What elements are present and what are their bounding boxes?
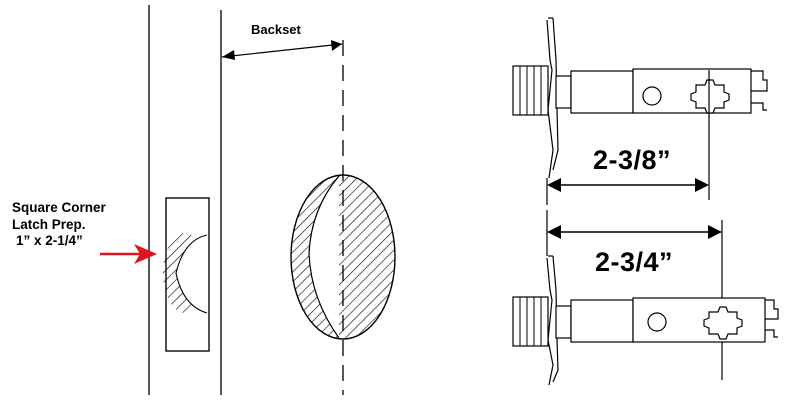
latch-assembly-2-3-8: [512, 17, 768, 179]
callout-arrow: [100, 244, 157, 264]
callout-line-3: 1” x 2-1/4”: [16, 233, 83, 248]
dimension-label-long: 2-3/4”: [595, 247, 674, 277]
dimension-2-3-8: [546, 70, 710, 205]
backset-label: Backset: [251, 22, 301, 37]
callout-line-1: Square Corner: [12, 200, 106, 215]
door-edge: [148, 5, 222, 395]
dimension-label-short: 2-3/8”: [593, 145, 672, 175]
backset-dimension: [221, 40, 343, 60]
dimension-2-3-4: [546, 210, 723, 380]
latch-assembly-2-3-4: [512, 255, 779, 386]
latch-face-prep: [163, 197, 210, 352]
latch-prep-callout: Square Corner Latch Prep. 1” x 2-1/4”: [12, 200, 106, 250]
callout-line-2: Latch Prep.: [12, 216, 86, 232]
cross-bore: [290, 174, 396, 340]
